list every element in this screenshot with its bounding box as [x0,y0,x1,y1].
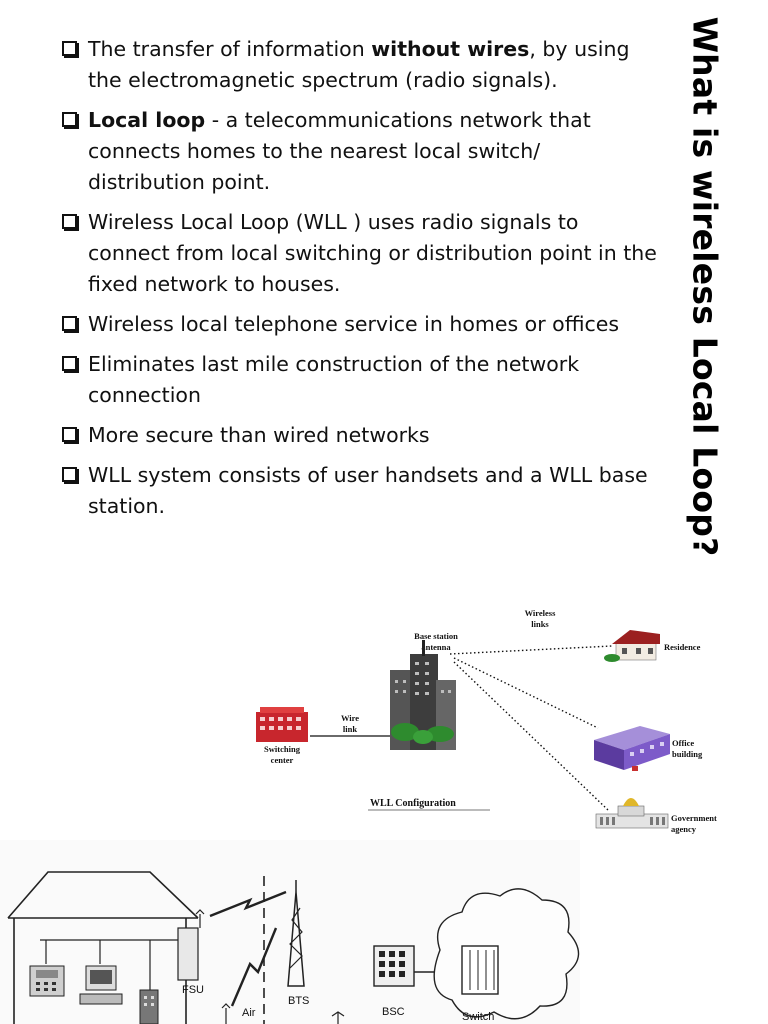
network-block-diagram: FSU Air BTS [0,840,580,1024]
computer-icon [79,965,123,1005]
wire-link-label-2: link [343,724,357,734]
bullet-item: Local loop - a telecommunications networ… [62,105,662,198]
residence-label: Residence [664,642,701,652]
checkbox-bullet-icon [62,467,77,482]
government-agency-label: Government [671,813,717,823]
bullet-text-bold: without wires [371,37,530,61]
switching-center-icon [256,707,308,742]
wll-configuration-diagram: Wireless links Base station antenna Wire… [256,608,717,834]
bullet-text-pre: The transfer of information [88,37,372,61]
wire-link-label: Wire [341,713,359,723]
air-label: Air [242,1007,256,1019]
bullet-item: Wireless local telephone service in home… [62,309,662,340]
wll-configuration-caption: WLL Configuration [370,798,456,809]
fax-machine-icon [29,965,65,997]
base-station-label-2: antenna [421,642,451,652]
checkbox-bullet-icon [62,41,77,56]
bullet-list: The transfer of information without wire… [62,34,662,531]
residence-icon [604,630,660,662]
switch-label: Switch [462,1011,494,1023]
bts-label: BTS [288,995,309,1007]
bullet-text-pre: Wireless local telephone service in home… [88,312,620,336]
fsu-box [177,927,199,981]
bullet-text-post: , by using the electromagnetic spectrum … [88,37,630,92]
bullet-item: WLL system consists of user handsets and… [62,460,662,522]
wireless-links-label: Wireless [525,608,557,618]
slide-title-text: What is wireless Local Loop? [685,16,725,556]
wireless-link-lines [449,645,613,811]
bsc-label: BSC [382,1006,405,1018]
checkbox-bullet-icon [62,316,77,331]
bullet-text-pre: WLL system consists of user handsets and… [88,463,648,518]
bullet-text-pre: Eliminates last mile construction of the… [88,352,580,407]
checkbox-bullet-icon [62,112,77,127]
office-building-label-2: building [672,749,703,759]
government-agency-icon [595,798,669,829]
checkbox-bullet-icon [62,427,77,442]
telephone-icon [139,989,159,1024]
bullet-text-pre: Wireless Local Loop (WLL ) uses radio si… [88,210,657,296]
bullet-item: Wireless Local Loop (WLL ) uses radio si… [62,207,662,300]
fsu-label: FSU [182,984,204,996]
bullet-item: More secure than wired networks [62,420,662,451]
switching-center-label: Switching [264,744,301,754]
switching-center-label-2: center [271,755,294,765]
switch-icon [461,945,499,995]
wireless-links-label-2: links [531,619,549,629]
slide-title: What is wireless Local Loop? [682,8,728,564]
antenna-small-icon [221,1003,345,1024]
bullet-text-post: - a telecommunications network that conn… [88,108,591,194]
checkbox-bullet-icon [62,214,77,229]
office-building-label: Office [672,738,694,748]
bullet-text-pre: More secure than wired networks [88,423,430,447]
base-station-antenna-icon [390,640,456,750]
government-agency-label-2: agency [671,824,697,834]
office-building-icon [594,726,670,771]
bullet-item: Eliminates last mile construction of the… [62,349,662,411]
checkbox-bullet-icon [62,356,77,371]
bullet-text-bold: Local loop [88,108,206,132]
bsc-icon [373,945,415,987]
base-station-label: Base station [414,631,458,641]
radio-link-icon [209,890,287,1007]
bullet-item: The transfer of information without wire… [62,34,662,96]
bts-tower-icon [287,880,305,987]
